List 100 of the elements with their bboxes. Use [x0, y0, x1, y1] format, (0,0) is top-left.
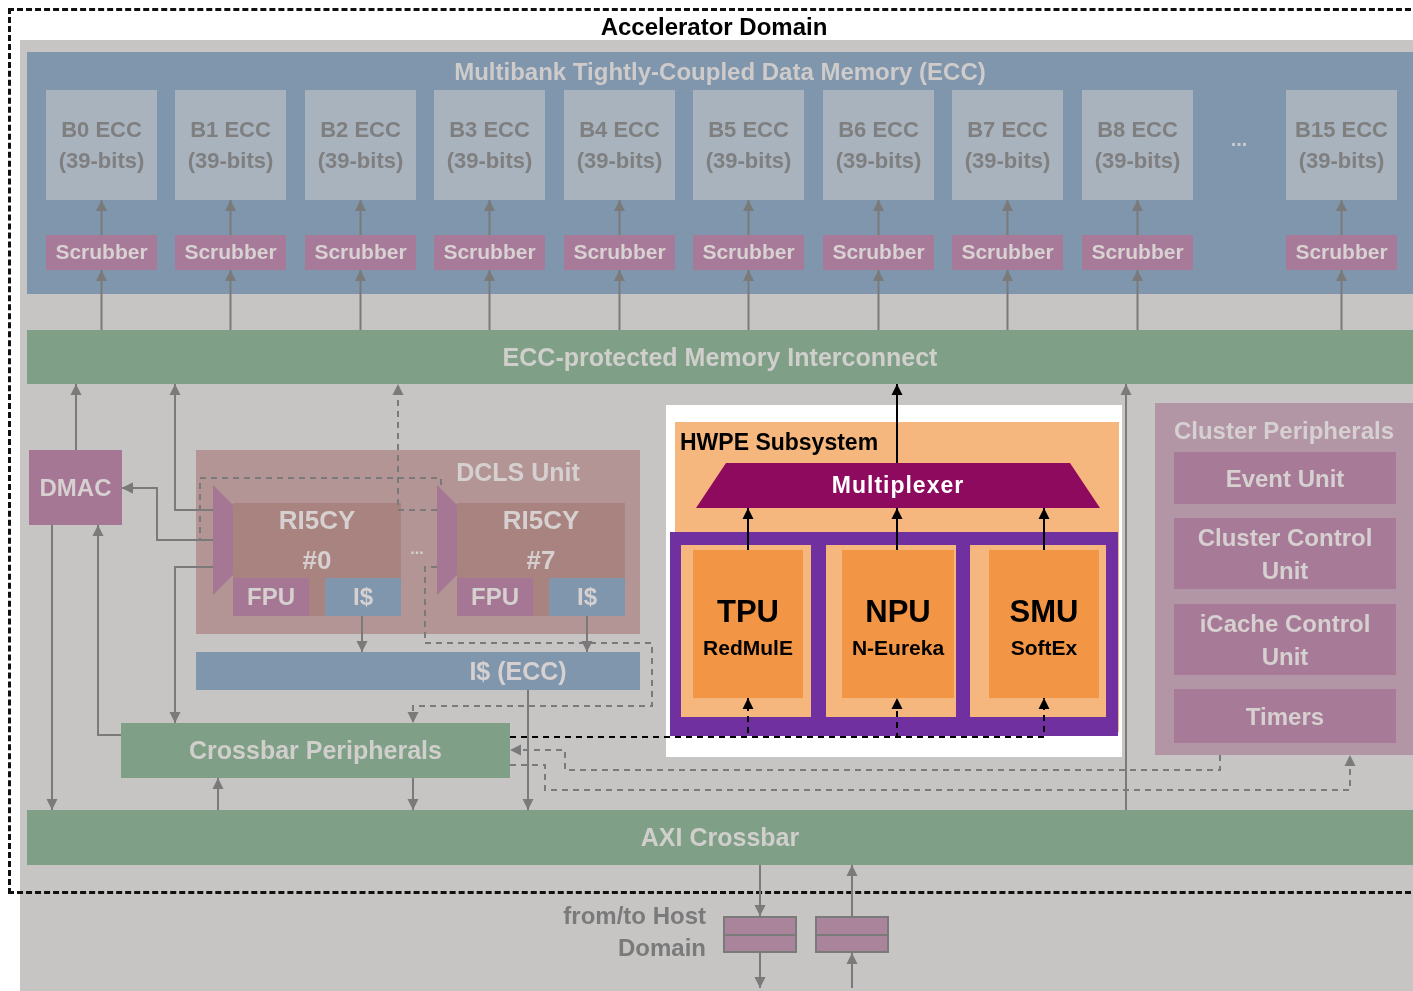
bank-label: B3 ECC (39-bits) [445, 116, 534, 175]
bank-label: B4 ECC (39-bits) [575, 116, 664, 175]
arrow [754, 864, 766, 917]
arrow [356, 615, 368, 653]
cache-block [549, 578, 625, 616]
multiplexer-trapezoid [696, 463, 1100, 508]
scrubber-block [564, 235, 675, 270]
block-label: iCache Control Unit [1198, 608, 1372, 672]
bank-label: B15 ECC (39-bits) [1294, 116, 1389, 175]
bar-label: I$ (ECC) [469, 656, 567, 686]
arrow [581, 615, 593, 653]
memory-panel [27, 52, 1413, 294]
domain-title: Accelerator Domain [600, 13, 828, 41]
arrow [891, 507, 903, 551]
scrubber-block [823, 235, 934, 270]
arrow [509, 744, 1221, 771]
arrow [407, 566, 653, 724]
scrubber-block [693, 235, 804, 270]
arrow [1132, 269, 1143, 331]
core-block [233, 503, 401, 616]
arrow [169, 566, 214, 724]
arrow [1132, 199, 1143, 236]
accelerator-label: RedMulE [703, 635, 793, 660]
bank-label: B8 ECC (39-bits) [1093, 116, 1182, 175]
arrow [46, 524, 58, 811]
arrow [614, 269, 625, 331]
arrow [743, 269, 754, 331]
block-label: FPU [247, 583, 295, 611]
interconnect-bar [27, 330, 1413, 384]
accelerator-label: SMU [1009, 594, 1079, 630]
memory-bank [1286, 90, 1397, 200]
peripheral-block [1174, 604, 1396, 675]
accelerator-label: N-Eureka [851, 635, 945, 660]
bank-label: B6 ECC (39-bits) [834, 116, 923, 175]
arrow [846, 864, 858, 917]
panel-title: Cluster Peripherals [1173, 417, 1395, 445]
arrow [742, 507, 754, 551]
dcls-panel [196, 450, 640, 634]
subsystem-panel [666, 405, 1122, 757]
accelerator-block [693, 550, 803, 698]
peripherals-panel [1155, 403, 1413, 755]
arrow [355, 269, 366, 331]
ellipsis-label: ... [409, 540, 425, 558]
arrow [509, 754, 1356, 791]
bar-label: Crossbar Peripherals [189, 736, 442, 765]
arrow [225, 199, 236, 236]
peripheral-block [1174, 518, 1396, 589]
memory-bank [693, 90, 804, 200]
block-label: Scrubber [832, 240, 925, 265]
arrow [96, 269, 107, 331]
memory-bank [1082, 90, 1193, 200]
accelerator-label: NPU [865, 594, 931, 630]
arrow [484, 269, 495, 331]
arrow [1336, 199, 1347, 236]
dma-block [29, 450, 122, 525]
bank-label: B2 ECC (39-bits) [316, 116, 405, 175]
accelerator-block [989, 550, 1099, 698]
arrow [169, 383, 214, 511]
block-label: Scrubber [1091, 240, 1184, 265]
domain-boundary [8, 8, 1413, 894]
block-label: Scrubber [573, 240, 666, 265]
fpu-block [233, 578, 309, 616]
arrow [891, 383, 903, 464]
ellipsis-label: ... [1229, 128, 1249, 151]
block-label: Event Unit [1225, 463, 1345, 494]
scrubber-block [46, 235, 157, 270]
memory-bank [952, 90, 1063, 200]
scrubber-block [1286, 235, 1397, 270]
arrow [121, 477, 442, 541]
scrubber-block [434, 235, 545, 270]
accelerator-label: SoftEx [1010, 635, 1078, 660]
arrow [1002, 199, 1013, 236]
block-label: Timers [1245, 701, 1325, 732]
peripheral-block [1174, 452, 1396, 504]
scrubber-block [1082, 235, 1193, 270]
arrow [1002, 269, 1013, 331]
memory-bank [305, 90, 416, 200]
block-label: Scrubber [702, 240, 795, 265]
arrow [392, 383, 438, 511]
block-label: Scrubber [961, 240, 1054, 265]
block-label: Scrubber [1295, 240, 1388, 265]
core-label: #0 [302, 547, 332, 573]
accelerator-block [842, 550, 954, 698]
cache-bar [196, 652, 640, 690]
block-label: DMAC [39, 473, 112, 502]
arrow [873, 269, 884, 331]
interconnect-bar [121, 723, 510, 778]
arrow [225, 269, 236, 331]
arrow [873, 199, 884, 236]
arrow [1336, 269, 1347, 331]
multiplexer-label: Multiplexer [831, 472, 965, 499]
memory-bank [46, 90, 157, 200]
arrow [212, 777, 224, 811]
scrubber-block [305, 235, 416, 270]
arrow [92, 524, 122, 736]
domain-label: from/to Host Domain [562, 901, 706, 963]
register-box [815, 916, 889, 953]
interconnect-bar [27, 810, 1413, 865]
arrow [70, 383, 82, 451]
arrow [355, 199, 366, 236]
